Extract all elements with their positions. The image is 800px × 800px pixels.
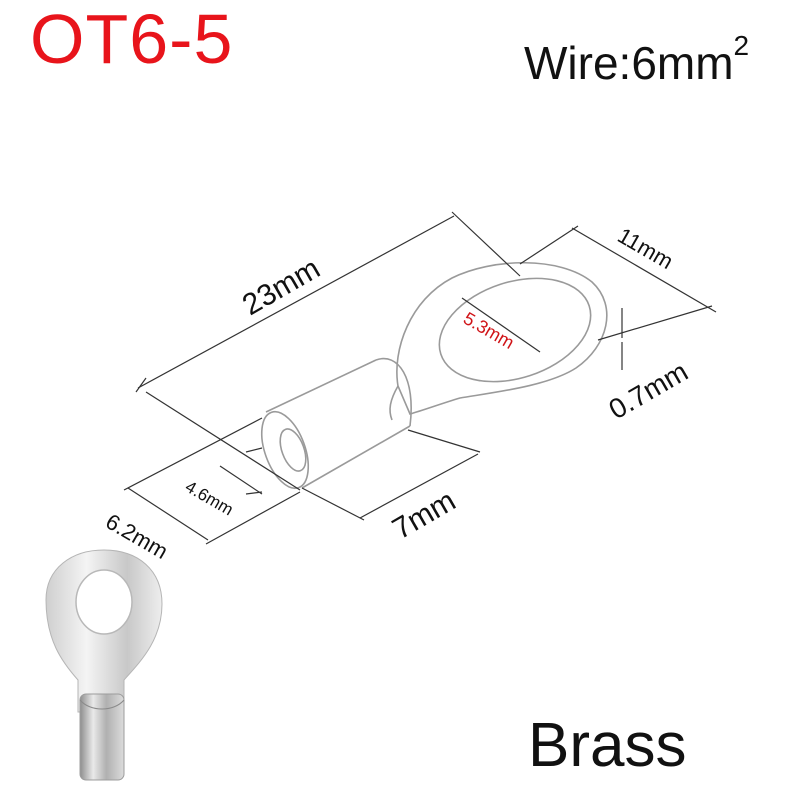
ring-terminal-outline — [260, 261, 608, 490]
dim-hole-diameter-label: 5.3mm — [460, 308, 518, 353]
dimension-lines — [123, 211, 717, 545]
wire-size-label: Wire:6mm2 — [524, 32, 749, 89]
dim-barrel-length-label: 7mm — [387, 484, 461, 546]
wire-size-text: Wire:6mm — [524, 37, 734, 89]
wire-size-superscript: 2 — [733, 30, 750, 61]
dim-ring-width-label: 11mm — [614, 223, 678, 274]
model-title: OT6-5 — [30, 0, 234, 78]
dim-length-label: 23mm — [237, 252, 326, 322]
dim-thickness-label: 0.7mm — [604, 356, 694, 426]
product-photo — [45, 549, 163, 781]
material-label: Brass — [528, 711, 687, 780]
dim-barrel-inner-label: 4.6mm — [182, 477, 237, 519]
